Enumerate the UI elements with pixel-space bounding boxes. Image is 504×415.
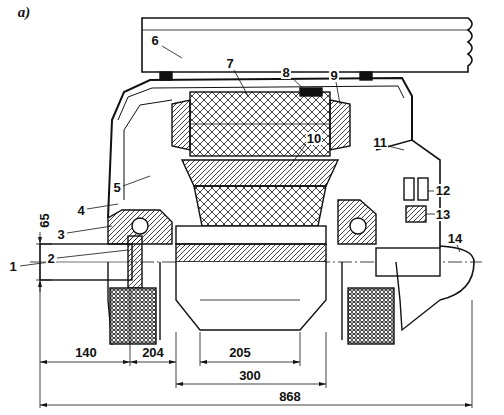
dimension-value: 300 xyxy=(238,369,262,382)
shaft xyxy=(40,244,132,280)
callout-number: 6 xyxy=(150,34,159,47)
cover xyxy=(376,140,440,248)
callout-number: 12 xyxy=(435,184,451,197)
brush-holder xyxy=(404,178,414,200)
end-winding xyxy=(330,100,350,150)
dimension-value: 205 xyxy=(228,346,252,359)
callout-number: 4 xyxy=(76,204,85,217)
brush xyxy=(406,206,426,222)
callout-number: 7 xyxy=(225,57,234,70)
callout-number: 9 xyxy=(329,69,338,82)
motor-section xyxy=(20,18,482,408)
bearing-shield xyxy=(338,200,376,244)
callout-number: 10 xyxy=(306,132,322,145)
end-cap xyxy=(440,246,474,300)
pole-coil xyxy=(110,288,156,344)
callout-number: 11 xyxy=(372,136,388,149)
callout-number: 14 xyxy=(447,232,463,245)
callout-number: 8 xyxy=(281,66,290,79)
dimension-value: 65 xyxy=(38,212,51,228)
dimension-value: 204 xyxy=(141,346,165,359)
callout-number: 1 xyxy=(8,260,17,273)
callout-number: 13 xyxy=(435,208,451,221)
bearing-cap xyxy=(108,210,172,244)
callout-number: 2 xyxy=(46,252,55,265)
rotor-winding xyxy=(182,160,338,186)
view-letter: а) xyxy=(17,5,32,20)
pole-coil xyxy=(348,288,394,344)
dimension-value: 140 xyxy=(74,346,98,359)
stator-core xyxy=(190,92,330,156)
end-winding xyxy=(172,100,190,150)
top-box xyxy=(142,18,472,72)
leader-lines xyxy=(20,46,460,266)
dimension-value: 868 xyxy=(278,390,302,403)
armature-lower xyxy=(176,262,326,330)
callout-number: 5 xyxy=(112,181,121,194)
rotor-core xyxy=(194,186,326,226)
callout-number: 3 xyxy=(56,228,65,241)
